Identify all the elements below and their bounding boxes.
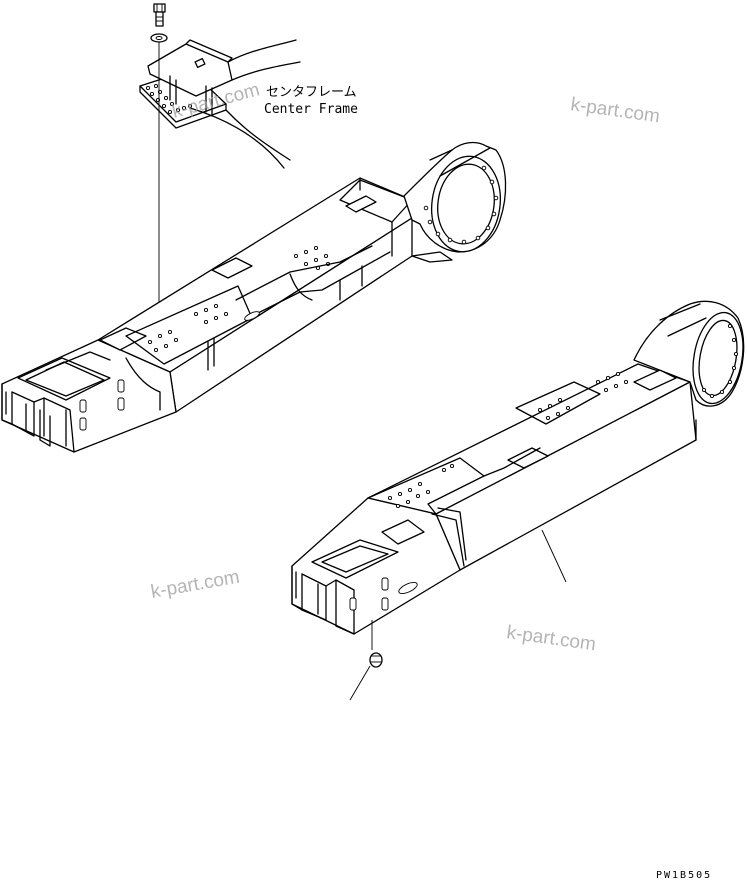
washer-icon bbox=[150, 33, 168, 43]
watermark: k-part.com bbox=[569, 94, 661, 127]
watermark: k-part.com bbox=[505, 622, 597, 655]
idler-bolt-circle-left bbox=[423, 165, 499, 245]
drawing-code: PW1B505 bbox=[656, 870, 712, 881]
leader-line-frame bbox=[541, 529, 567, 583]
idler-bolt-circle-right bbox=[701, 323, 739, 399]
leader-line-fitting bbox=[349, 665, 371, 701]
bolt-icon bbox=[153, 3, 166, 27]
track-frame-right bbox=[291, 300, 745, 635]
track-frame-left bbox=[1, 141, 507, 453]
grease-fitting-icon bbox=[369, 652, 383, 668]
center-frame-label-jp: センタフレーム bbox=[266, 85, 357, 100]
center-frame-label-en: Center Frame bbox=[264, 102, 358, 117]
watermark: k-part.com bbox=[149, 567, 241, 603]
